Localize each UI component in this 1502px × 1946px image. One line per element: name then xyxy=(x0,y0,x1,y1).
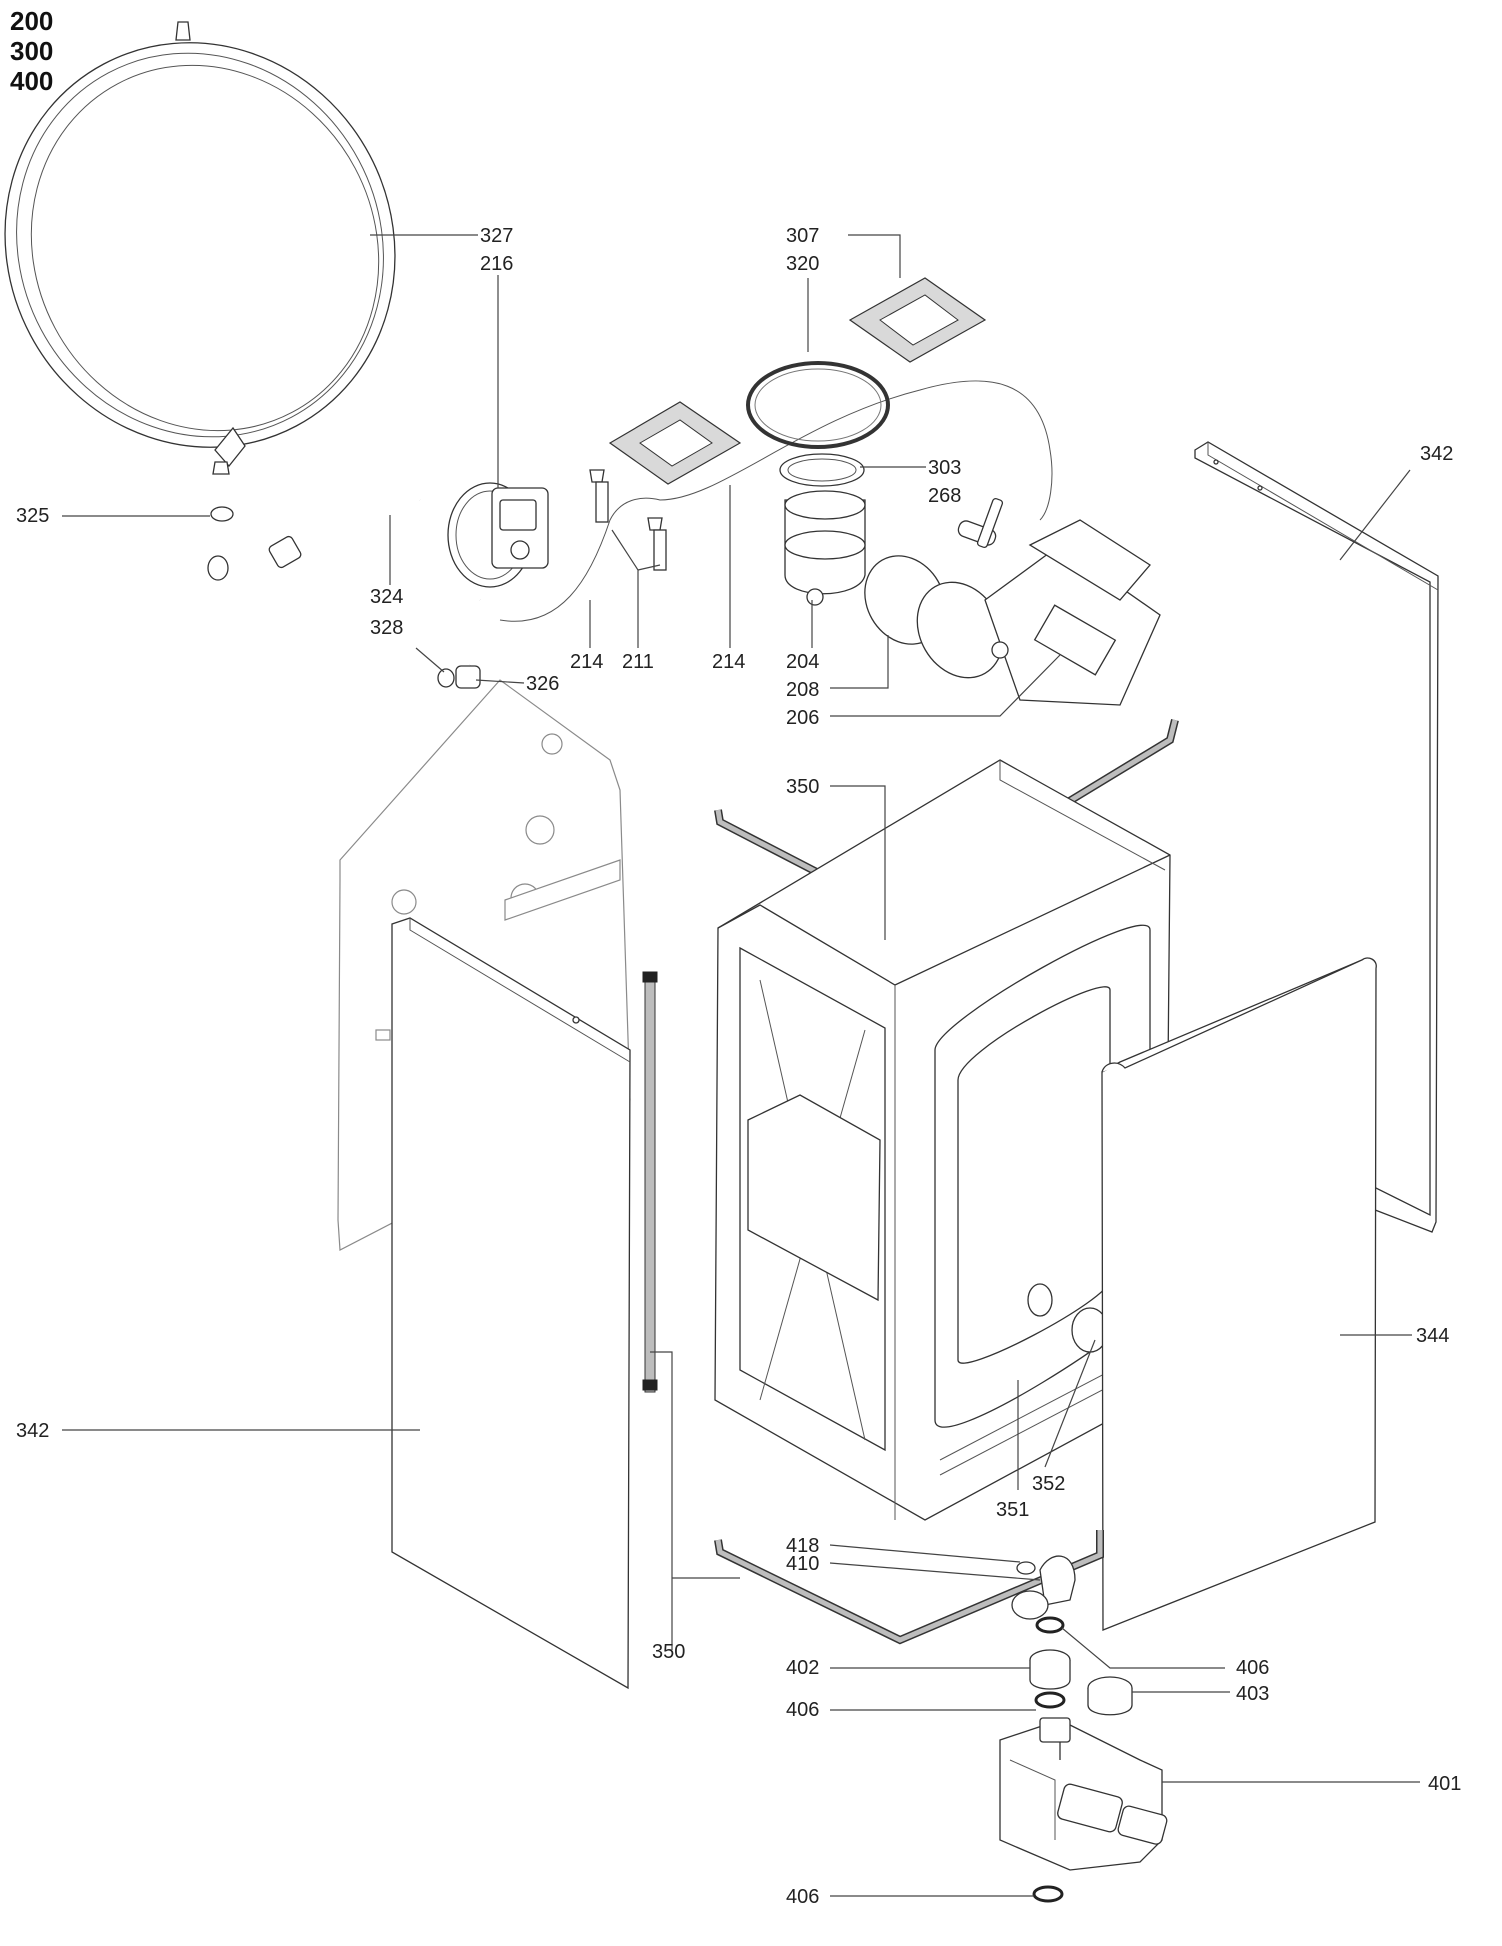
callout-342-right: 342 xyxy=(1420,443,1453,465)
callout-214-left: 214 xyxy=(570,651,603,673)
callout-307: 307 xyxy=(786,225,819,247)
callout-344: 344 xyxy=(1416,1325,1449,1347)
callout-406-b: 406 xyxy=(786,1699,819,1721)
pressure-tube-214 xyxy=(499,380,1053,622)
combustion-chamber-351 xyxy=(714,759,1171,1521)
callout-327: 327 xyxy=(480,225,513,247)
pressure-switch-216 xyxy=(447,482,549,588)
callout-352: 352 xyxy=(1032,1473,1065,1495)
test-nipples-211 xyxy=(589,469,667,571)
front-panel-344 xyxy=(1101,957,1377,1631)
callout-324: 324 xyxy=(370,586,403,608)
side-panel-left-342 xyxy=(391,917,631,1690)
pipe-268 xyxy=(957,497,1004,549)
gas-valve-401 xyxy=(999,1717,1168,1871)
washer-325 xyxy=(210,506,234,522)
callout-350-bottom: 350 xyxy=(652,1641,685,1663)
expansion-vessel xyxy=(4,21,396,475)
leader-lines xyxy=(62,234,1420,1897)
fan-206 xyxy=(916,519,1161,706)
callout-342-left: 342 xyxy=(16,1420,49,1442)
callout-303: 303 xyxy=(928,457,961,479)
callout-204: 204 xyxy=(786,651,819,673)
sealing-ring-320 xyxy=(746,361,890,449)
callout-325: 325 xyxy=(16,505,49,527)
callout-418: 418 xyxy=(786,1535,819,1557)
callout-406-a: 406 xyxy=(1236,1657,1269,1679)
callout-403: 403 xyxy=(1236,1683,1269,1705)
flange-gasket-307 xyxy=(848,277,987,363)
flexible-pipe-324 xyxy=(207,490,488,667)
flue-adapter-204 xyxy=(779,453,866,606)
callout-labels: 327 216 307 320 342 325 303 268 324 328 … xyxy=(16,225,1461,1908)
series-code-400: 400 xyxy=(10,66,54,96)
callout-211: 211 xyxy=(622,651,654,673)
callout-402: 402 xyxy=(786,1657,819,1679)
callout-320: 320 xyxy=(786,253,819,275)
o-ring-328 xyxy=(437,668,455,688)
connector-326 xyxy=(455,665,481,689)
callout-328: 328 xyxy=(370,617,403,639)
callout-208: 208 xyxy=(786,679,819,701)
callout-216: 216 xyxy=(480,253,513,275)
callout-206: 206 xyxy=(786,707,819,729)
callout-268: 268 xyxy=(928,485,961,507)
callout-410: 410 xyxy=(786,1553,819,1575)
callout-351: 351 xyxy=(996,1499,1029,1521)
seal-strip-350 xyxy=(642,971,658,1393)
callout-406-c: 406 xyxy=(786,1886,819,1908)
callout-326: 326 xyxy=(526,673,559,695)
series-code-300: 300 xyxy=(10,36,54,66)
callout-401: 401 xyxy=(1428,1773,1461,1795)
series-code-200: 200 xyxy=(10,6,54,36)
gas-connection-parts xyxy=(1011,1555,1133,1903)
flange-gasket-left xyxy=(608,401,742,485)
callout-214-right: 214 xyxy=(712,651,745,673)
callout-350-top: 350 xyxy=(786,776,819,798)
